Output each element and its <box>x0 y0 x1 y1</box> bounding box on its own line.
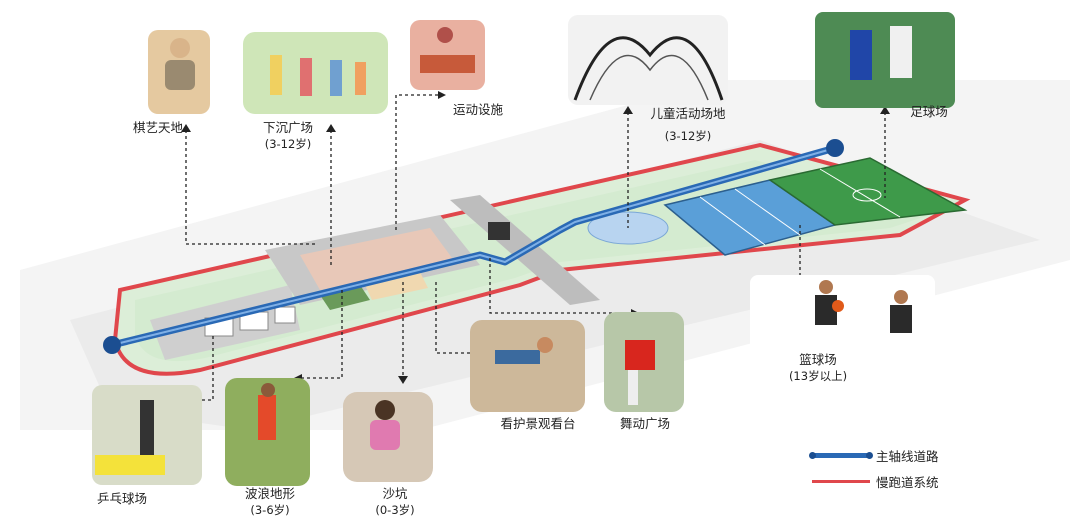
label-wave-terrain-name: 波浪地形 <box>244 486 296 501</box>
label-dance: 舞动广场 <box>620 416 670 432</box>
pavilion-buildings <box>204 306 296 337</box>
kiosk <box>488 222 510 240</box>
label-pingpong: 乒乓球场 <box>97 491 147 507</box>
photo-pingpong <box>92 385 202 485</box>
photo-viewing-stand <box>470 320 585 412</box>
label-dance-name: 舞动广场 <box>619 416 671 431</box>
label-viewing-stand: 看护景观看台 <box>500 416 575 432</box>
label-sunken-plaza-name: 下沉广场 <box>262 120 314 135</box>
label-wave-terrain-age: (3-6岁) <box>250 503 290 517</box>
axis-start-node <box>103 336 121 354</box>
photo-dance <box>604 312 684 412</box>
football-pitch <box>768 157 968 226</box>
photo-kids-climbing <box>568 15 728 105</box>
photo-sandpit <box>343 392 433 482</box>
label-chess-name: 棋艺天地 <box>132 120 184 135</box>
photo-chess <box>148 30 210 114</box>
label-kids-area: 儿童活动场地 (3-12岁) <box>650 106 725 144</box>
label-basketball-age: (13岁以上) <box>788 369 848 383</box>
photo-sunken-plaza <box>243 32 388 114</box>
label-sunken-plaza-age: (3-12岁) <box>264 137 312 151</box>
label-football-name: 足球场 <box>910 104 948 119</box>
label-basketball: 篮球场 (13岁以上) <box>789 352 847 384</box>
legend-axis-road-label: 主轴线道路 <box>876 449 939 464</box>
label-sandpit-name: 沙坑 <box>382 486 408 501</box>
label-viewing-stand-name: 看护景观看台 <box>500 416 576 431</box>
photo-basketball <box>750 275 935 375</box>
label-pingpong-name: 乒乓球场 <box>96 491 148 506</box>
axis-end-node <box>826 139 844 157</box>
label-sandpit-age: (0-3岁) <box>375 503 415 517</box>
label-sunken-plaza: 下沉广场 (3-12岁) <box>263 120 313 152</box>
photo-fitness <box>410 20 485 90</box>
label-chess: 棋艺天地 <box>133 120 183 136</box>
label-fitness-name: 运动设施 <box>452 102 504 117</box>
photo-football <box>815 12 955 108</box>
sunken-plaza-area <box>300 228 455 290</box>
label-basketball-name: 篮球场 <box>799 352 837 367</box>
legend-axis-road: 主轴线道路 <box>809 446 939 465</box>
legend-running-track: 慢跑道系统 <box>812 472 939 491</box>
label-kids-area-age: (3-12岁) <box>664 129 712 143</box>
garden-strips <box>320 272 428 310</box>
label-wave-terrain: 波浪地形 (3-6岁) <box>245 486 295 518</box>
legend-running-track-label: 慢跑道系统 <box>876 475 939 490</box>
label-football: 足球场 <box>910 104 948 120</box>
legend-running-track-swatch <box>812 480 870 483</box>
photo-wave-terrain <box>225 378 310 486</box>
legend-axis-road-swatch <box>809 452 873 459</box>
label-kids-area-name: 儿童活动场地 <box>650 106 726 121</box>
label-sandpit: 沙坑 (0-3岁) <box>375 486 414 518</box>
label-fitness: 运动设施 <box>453 102 503 118</box>
